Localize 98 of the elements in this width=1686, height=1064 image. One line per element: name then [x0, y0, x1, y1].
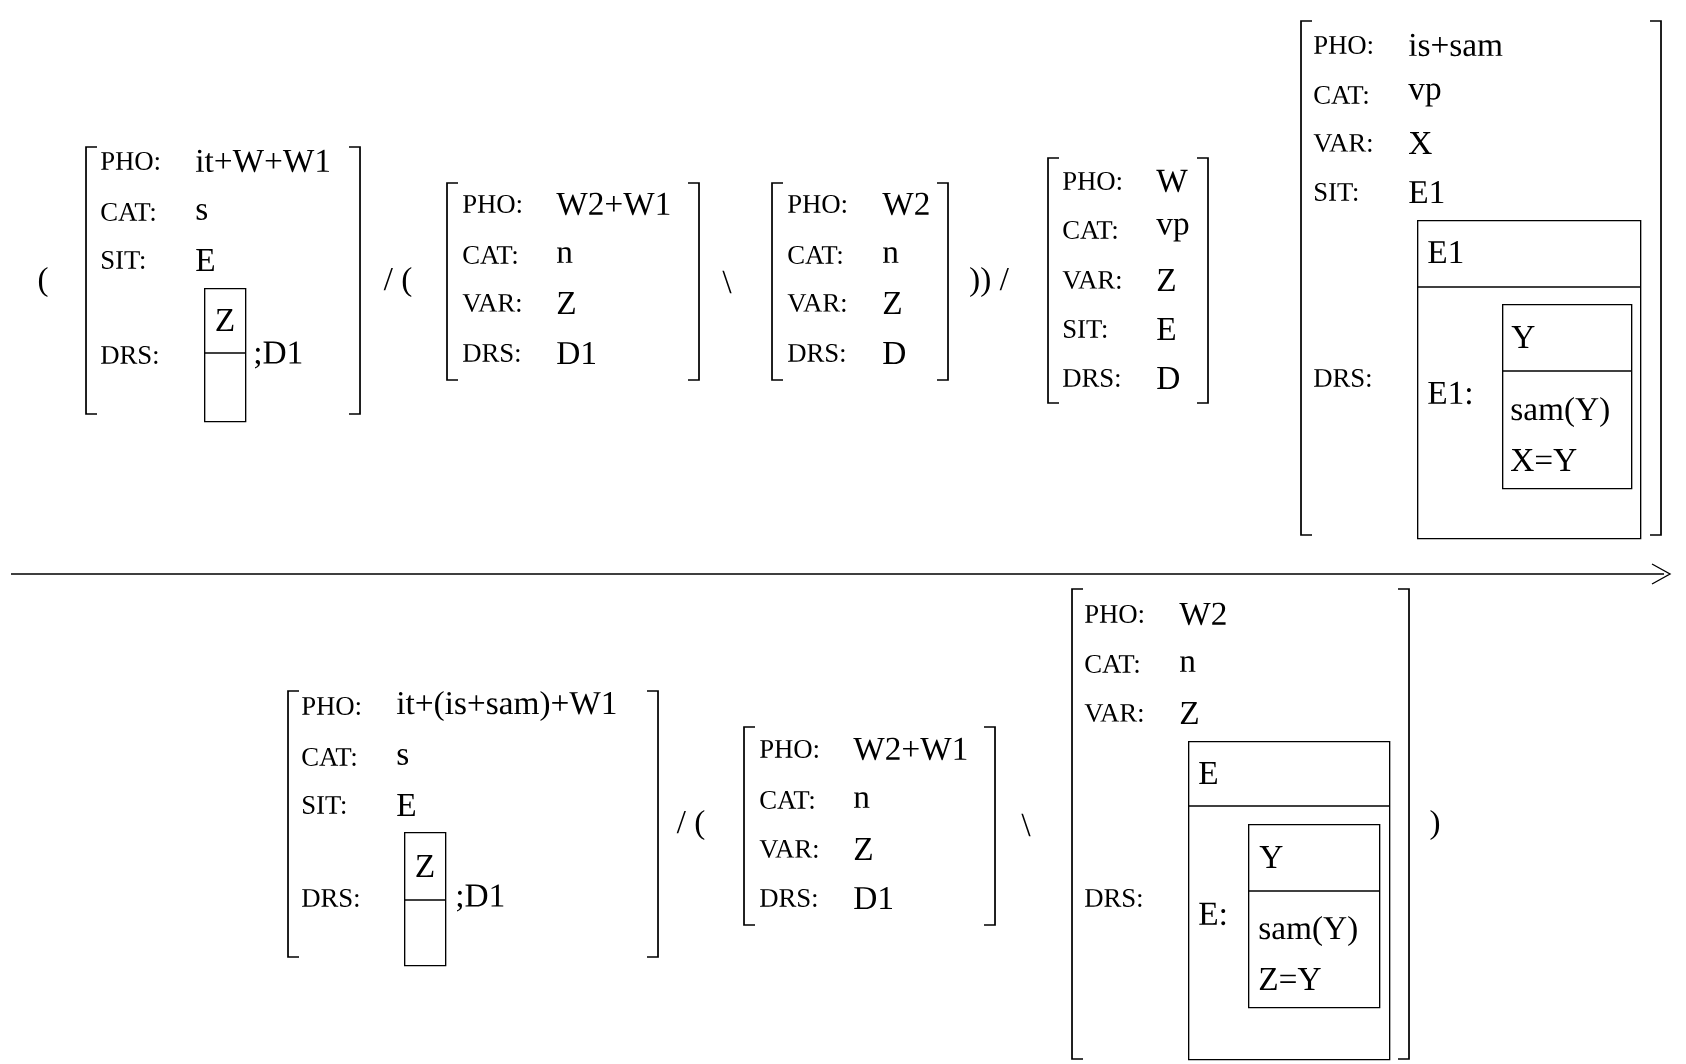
feature-label: DRS: [463, 344, 520, 362]
feature-value: Z [854, 838, 872, 860]
drs-text: E1: [1428, 381, 1471, 405]
feature-value: Z [557, 292, 575, 314]
feature-label: CAT: [101, 203, 155, 221]
drs-box [1416, 220, 1642, 540]
feature-label: VAR: [759, 840, 818, 858]
feature-value: it+(is+sam)+W1 [396, 690, 616, 722]
feature-label: VAR: [1084, 704, 1143, 722]
attribute-value-matrix [1071, 588, 1410, 1061]
feature-value: ;D1 [457, 884, 504, 912]
feature-label: PHO: [101, 152, 159, 170]
drs-box [1501, 304, 1633, 490]
feature-label: SIT: [1064, 320, 1107, 338]
feature-label: CAT: [1314, 86, 1368, 104]
drs-text: sam(Y) [1259, 915, 1357, 947]
feature-label: VAR: [1062, 271, 1121, 289]
drs-box [203, 288, 247, 423]
attribute-value-matrix [446, 182, 700, 381]
feature-label: CAT: [463, 246, 517, 264]
feature-label: PHO: [1314, 36, 1372, 54]
feature-label: SIT: [102, 251, 145, 269]
operator: / ( [676, 809, 705, 841]
feature-label: DRS: [1314, 369, 1371, 387]
drs-text: Y [1511, 326, 1535, 348]
feature-label: SIT: [1315, 183, 1358, 201]
feature-label: SIT: [303, 796, 346, 814]
drs-text: Z=Y [1259, 968, 1321, 990]
attribute-value-matrix [85, 146, 361, 423]
feature-value: n [854, 792, 870, 808]
feature-value: s [397, 749, 409, 765]
feature-value: E [1157, 318, 1175, 340]
feature-value: s [196, 204, 208, 221]
operator: ) [1430, 809, 1440, 841]
drs-text: E: [1199, 902, 1226, 926]
feature-value: n [557, 247, 573, 263]
drs-text: E1 [1428, 241, 1463, 263]
feature-value: vp [1408, 83, 1441, 107]
feature-label: VAR: [1313, 134, 1372, 152]
feature-label: PHO: [760, 740, 818, 758]
feature-label: DRS: [760, 889, 817, 907]
feature-label: DRS: [1063, 369, 1120, 387]
feature-value: D1 [557, 341, 595, 365]
feature-value: E [397, 794, 415, 816]
feature-value: W [1156, 169, 1188, 193]
feature-label: CAT: [788, 246, 842, 264]
feature-value: D [1157, 367, 1179, 389]
drs-text: Z [416, 855, 434, 877]
feature-value: is+sam [1408, 33, 1503, 57]
drs-box [1187, 741, 1391, 1061]
feature-label: PHO: [1085, 605, 1143, 623]
attribute-value-matrix [1047, 157, 1209, 404]
feature-label: PHO: [302, 697, 360, 715]
operator: )) / [970, 266, 1009, 298]
attribute-value-matrix [1300, 20, 1662, 540]
feature-value: it+W+W1 [195, 149, 329, 173]
feature-value: ;D1 [255, 341, 302, 369]
feature-value: n [883, 247, 899, 263]
drs-text: Z [216, 309, 234, 331]
feature-label: CAT: [760, 791, 814, 809]
feature-value: W2+W1 [853, 737, 967, 761]
drs-text: X=Y [1511, 449, 1577, 471]
feature-value: Z [1157, 269, 1175, 291]
feature-value: E1 [1409, 181, 1444, 203]
feature-value: Z [883, 292, 901, 314]
feature-value: W2+W1 [556, 192, 670, 216]
feature-value: n [1180, 656, 1196, 672]
feature-label: DRS: [788, 344, 845, 362]
drs-box [403, 832, 447, 967]
drs-box [1247, 824, 1381, 1009]
drs-text: Y [1259, 846, 1283, 868]
operator: / ( [383, 266, 412, 298]
feature-value: X [1409, 132, 1432, 154]
feature-value: W2 [1179, 602, 1226, 626]
drs-text: E [1199, 762, 1217, 784]
feature-label: PHO: [788, 195, 846, 213]
feature-label: PHO: [463, 195, 521, 213]
feature-label: CAT: [1063, 221, 1117, 239]
operator: \ [722, 270, 732, 294]
feature-label: CAT: [302, 748, 356, 766]
attribute-value-matrix [771, 182, 949, 381]
attribute-value-matrix [287, 690, 659, 967]
feature-label: PHO: [1063, 172, 1121, 190]
feature-label: VAR: [787, 294, 846, 312]
drs-text: sam(Y) [1511, 396, 1609, 428]
attribute-value-matrix [743, 726, 996, 926]
feature-label: DRS: [1085, 889, 1142, 907]
feature-value: D [883, 342, 905, 364]
operator: ( [38, 266, 48, 298]
feature-label: DRS: [302, 889, 359, 907]
feature-label: DRS: [101, 346, 158, 364]
feature-label: CAT: [1085, 655, 1139, 673]
feature-label: VAR: [462, 294, 521, 312]
feature-value: E [196, 249, 214, 271]
feature-value: W2 [882, 192, 929, 216]
feature-value: vp [1156, 218, 1189, 242]
feature-value: Z [1180, 702, 1198, 724]
feature-value: D1 [854, 886, 892, 910]
